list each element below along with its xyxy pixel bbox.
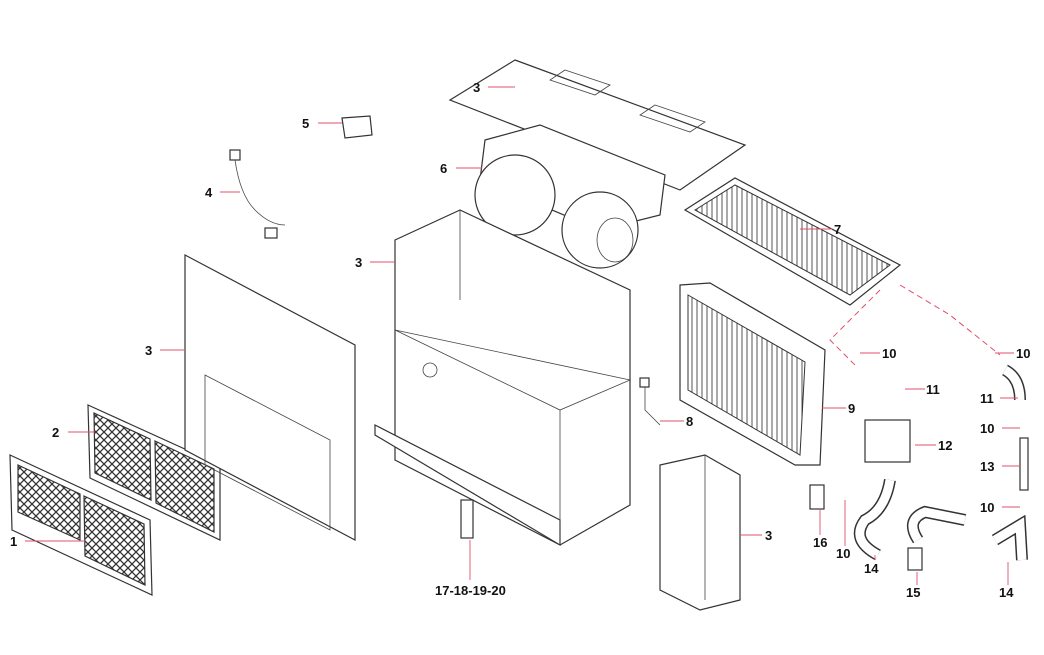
- front-panel: [184, 254, 356, 541]
- callout-11b: 11: [980, 391, 994, 406]
- heater-housing: [374, 209, 632, 547]
- blower-assembly: [474, 124, 666, 269]
- callout-10a: 10: [882, 346, 896, 361]
- callout-11a: 11: [926, 382, 940, 397]
- callout-5: 5: [302, 116, 309, 131]
- filter-grille-rear: [87, 404, 221, 541]
- filter-grille-front: [9, 454, 153, 596]
- heater-core-upper: [683, 177, 902, 306]
- callout-6: 6: [440, 161, 447, 176]
- callout-3-cover: 3: [765, 528, 772, 543]
- callout-1: 1: [10, 534, 17, 549]
- callout-10e: 10: [836, 546, 850, 561]
- side-cover: [659, 454, 741, 611]
- callout-16: 16: [813, 535, 827, 550]
- callout-13: 13: [980, 459, 994, 474]
- callout-17-20: 17-18-19-20: [435, 583, 506, 598]
- callout-8: 8: [686, 414, 693, 429]
- wiring-harness: [229, 149, 286, 239]
- callout-14a: 14: [864, 561, 879, 576]
- drain-valve: [460, 499, 474, 539]
- callout-10c: 10: [980, 421, 994, 436]
- callout-9: 9: [848, 401, 855, 416]
- callout-10b: 10: [1016, 346, 1030, 361]
- callout-3-front-panel: 3: [145, 343, 152, 358]
- heater-core: [679, 282, 826, 466]
- hose-fittings: [809, 364, 1029, 571]
- callout-15: 15: [906, 585, 920, 600]
- callout-3-top-plate: 3: [473, 80, 480, 95]
- callout-7: 7: [834, 222, 841, 237]
- temperature-sensor: [639, 377, 661, 426]
- callout-10d: 10: [980, 500, 994, 515]
- callout-2: 2: [52, 425, 59, 440]
- relay: [341, 115, 373, 139]
- callout-14b: 14: [999, 585, 1014, 600]
- callout-3-housing: 3: [355, 255, 362, 270]
- top-plate: [448, 59, 747, 191]
- callout-12: 12: [938, 438, 952, 453]
- callout-4: 4: [205, 185, 213, 200]
- leader-lines: [25, 86, 1020, 585]
